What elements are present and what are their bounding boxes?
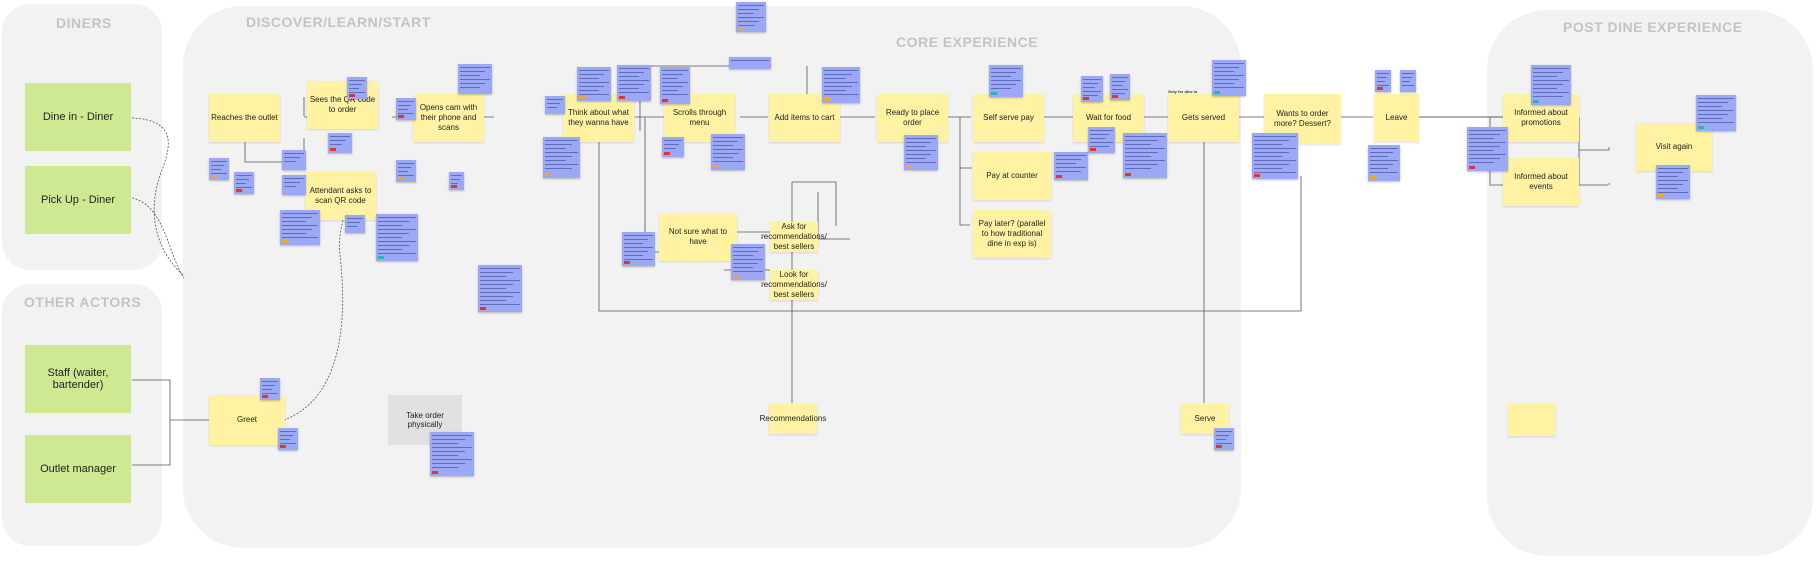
zone-title-other-actors: OTHER ACTORS (24, 294, 142, 310)
step-reco-bottom: Recommendations (760, 404, 826, 434)
sticky-note (1467, 127, 1508, 171)
zone-title-diners: DINERS (56, 15, 112, 31)
step-ready-order: Ready to place order (877, 94, 948, 142)
sticky-note (660, 67, 690, 104)
step-look-reco: Look for recommendations/ best sellers (761, 270, 827, 300)
sticky-note (1400, 70, 1416, 92)
step-opens-cam: Opens cam with their phone and scans (413, 94, 484, 142)
sticky-note (989, 65, 1023, 97)
step-informed-events: Informed about events (1503, 158, 1579, 206)
step-not-sure: Not sure what to have (659, 213, 737, 261)
zone-title-discover: DISCOVER/LEARN/START (246, 14, 431, 30)
step-self-serve-pay: Self serve pay (973, 94, 1044, 142)
sticky-note (209, 158, 229, 180)
actor-dine-in: Dine in - Diner (25, 83, 131, 151)
sticky-note (545, 96, 565, 114)
sticky-note (282, 175, 306, 195)
sticky-note (731, 244, 765, 280)
sticky-note (1123, 133, 1167, 178)
zone-title-core: CORE EXPERIENCE (896, 34, 1039, 50)
sticky-note (396, 98, 416, 120)
step-gets-served: Gets served (1168, 94, 1239, 142)
sticky-note (1088, 127, 1115, 153)
sticky-note (577, 67, 611, 101)
sticky-note (396, 160, 416, 182)
step-sees-qr: Sees the QR code to order (307, 81, 378, 129)
step-pay-counter: Pay at counter (973, 152, 1051, 200)
sticky-note (328, 133, 352, 153)
sticky-note (449, 172, 464, 190)
step-ask-reco: Ask for recommendations/ best sellers (761, 222, 827, 252)
sticky-note (376, 214, 418, 261)
sticky-note (1375, 70, 1391, 92)
sticky-note (347, 77, 367, 99)
sticky-note (1531, 65, 1571, 105)
actor-pick-up: Pick Up - Diner (25, 166, 131, 234)
actor-staff: Staff (waiter, bartender) (25, 345, 131, 413)
step-leave: Leave (1374, 94, 1419, 142)
sticky-note (278, 428, 298, 450)
actor-outlet-manager: Outlet manager (25, 435, 131, 503)
sticky-note (1656, 165, 1690, 199)
sticky-note (1212, 60, 1246, 96)
step-reaches-outlet: Reaches the outlet (209, 94, 280, 142)
sticky-note (1214, 428, 1234, 450)
sticky-note (1081, 76, 1103, 102)
step-visit-again: Visit again (1636, 123, 1712, 171)
zone-title-post-dine: POST DINE EXPERIENCE (1563, 19, 1743, 35)
sticky-note (729, 57, 771, 69)
sticky-note (622, 232, 655, 266)
sticky-note (711, 134, 745, 170)
step-think: Think about what they wanna have (563, 94, 634, 142)
sticky-note (260, 378, 280, 400)
only-dine-in-label: Only for dine in (1168, 89, 1198, 94)
sticky-note (430, 432, 474, 476)
sticky-note (617, 65, 651, 101)
sticky-note (1054, 152, 1088, 180)
sticky-note (1252, 133, 1298, 179)
sticky-note (904, 135, 938, 170)
sticky-note (458, 64, 492, 94)
step-greet: Greet (209, 395, 285, 445)
sticky-note (822, 67, 860, 103)
step-take-order: Take order physically (388, 395, 462, 445)
sticky-note (662, 137, 684, 157)
step-empty (1508, 404, 1555, 436)
sticky-note (478, 265, 522, 312)
sticky-note (280, 210, 320, 245)
step-pay-later: Pay later? (parallel to how traditional … (973, 210, 1051, 258)
sticky-note (1368, 145, 1400, 181)
sticky-note (1696, 95, 1736, 131)
sticky-note (345, 215, 365, 233)
sticky-note (282, 150, 306, 170)
sticky-note (234, 172, 254, 194)
sticky-note (736, 2, 766, 32)
sticky-note (543, 137, 580, 178)
sticky-note (1110, 74, 1130, 100)
